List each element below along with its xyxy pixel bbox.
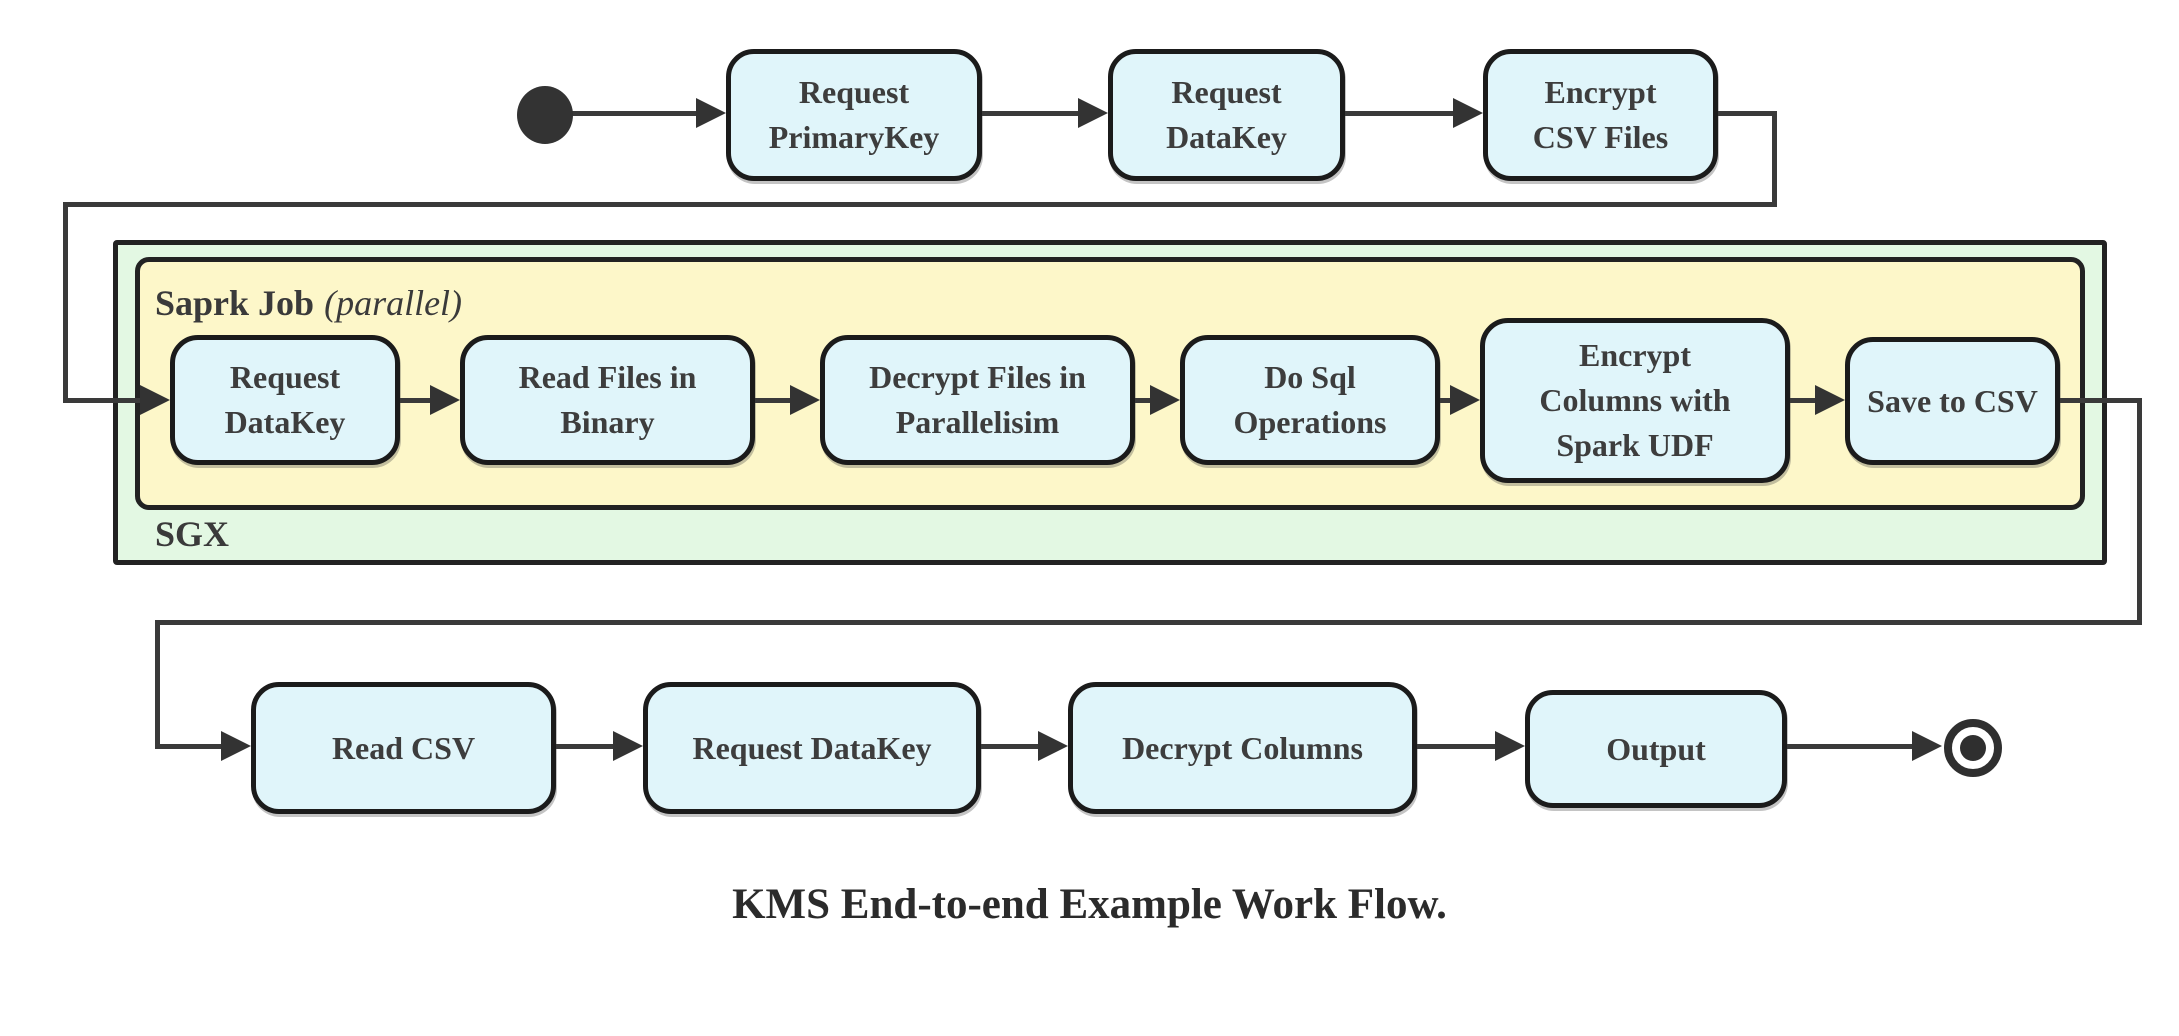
start-node-icon bbox=[517, 86, 573, 144]
edge-into-b1 bbox=[155, 744, 223, 749]
spark-job-label-text: Saprk Job bbox=[155, 283, 315, 323]
edge-m3-to-m4 bbox=[1135, 398, 1154, 403]
sgx-label: SGX bbox=[155, 514, 230, 554]
arrowhead-icon bbox=[1815, 385, 1845, 415]
node-read-files-in-binary: Read Files in Binary bbox=[460, 335, 755, 465]
edge-m1-to-m2 bbox=[400, 398, 434, 403]
arrowhead-icon bbox=[696, 98, 726, 128]
arrowhead-icon bbox=[1450, 385, 1480, 415]
edge-t3-exit bbox=[1718, 111, 1777, 116]
arrowhead-icon bbox=[1078, 98, 1108, 128]
edge-t1-to-t2 bbox=[982, 111, 1082, 116]
arrowhead-icon bbox=[613, 731, 643, 761]
edge-m2-to-m3 bbox=[755, 398, 794, 403]
edge-return-left bbox=[63, 202, 1777, 207]
edge-m6-exit bbox=[2060, 398, 2142, 403]
edge-b2-to-b3 bbox=[981, 744, 1042, 749]
arrowhead-icon bbox=[1495, 731, 1525, 761]
spark-job-parallel-annotation: (parallel) bbox=[324, 283, 463, 323]
edge-return-left-bottom bbox=[155, 620, 2142, 625]
node-do-sql-operations: Do Sql Operations bbox=[1180, 335, 1440, 465]
edge-t3-down bbox=[1772, 111, 1777, 207]
node-encrypt-csv-files: Encrypt CSV Files bbox=[1483, 49, 1718, 181]
end-node-icon bbox=[1944, 719, 2002, 777]
arrowhead-icon bbox=[140, 385, 170, 415]
node-request-datakey-top: Request DataKey bbox=[1108, 49, 1345, 181]
arrowhead-icon bbox=[1038, 731, 1068, 761]
edge-b3-to-b4 bbox=[1417, 744, 1499, 749]
node-decrypt-columns: Decrypt Columns bbox=[1068, 682, 1417, 814]
node-encrypt-columns-with-spark-udf: Encrypt Columns with Spark UDF bbox=[1480, 318, 1790, 483]
arrowhead-icon bbox=[790, 385, 820, 415]
edge-m5-to-m6 bbox=[1790, 398, 1819, 403]
arrowhead-icon bbox=[221, 731, 251, 761]
arrowhead-icon bbox=[1150, 385, 1180, 415]
edge-b4-to-end bbox=[1787, 744, 1916, 749]
end-node-inner-dot bbox=[1960, 735, 1986, 761]
diagram-caption: KMS End-to-end Example Work Flow. bbox=[732, 881, 1447, 928]
node-request-primarykey: Request PrimaryKey bbox=[726, 49, 982, 181]
edge-into-m1 bbox=[63, 398, 143, 403]
arrowhead-icon bbox=[1453, 98, 1483, 128]
node-request-datakey-bottom: Request DataKey bbox=[643, 682, 981, 814]
node-save-to-csv: Save to CSV bbox=[1845, 337, 2060, 465]
spark-job-label: Saprk Job(parallel) bbox=[155, 282, 462, 324]
edge-b1-to-b2 bbox=[556, 744, 617, 749]
edge-down-right bbox=[2137, 398, 2142, 625]
edge-m4-to-m5 bbox=[1440, 398, 1454, 403]
edge-down-to-bottom-row bbox=[155, 620, 160, 749]
node-read-csv: Read CSV bbox=[251, 682, 556, 814]
edge-down-to-sgx bbox=[63, 202, 68, 403]
edge-start-to-t1 bbox=[572, 111, 700, 116]
arrowhead-icon bbox=[430, 385, 460, 415]
edge-t2-to-t3 bbox=[1345, 111, 1457, 116]
node-output: Output bbox=[1525, 690, 1787, 808]
node-request-datakey-sgx: Request DataKey bbox=[170, 335, 400, 465]
arrowhead-icon bbox=[1912, 731, 1942, 761]
node-decrypt-files-in-parallelism: Decrypt Files in Parallelisim bbox=[820, 335, 1135, 465]
